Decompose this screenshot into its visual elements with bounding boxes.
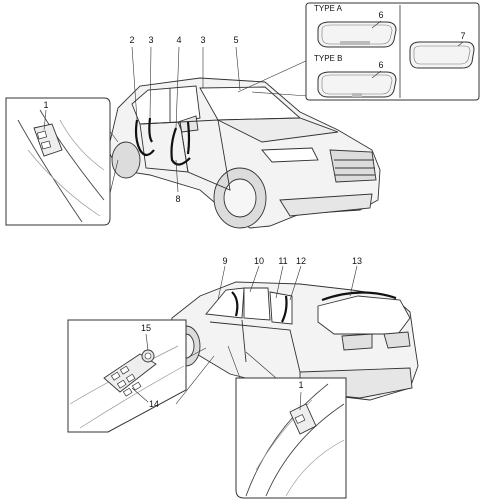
callout-11: 11	[278, 256, 287, 266]
callout-6-type-a: 6	[378, 10, 383, 20]
callout-1-bottom: 1	[298, 380, 303, 390]
rear-wiring-harness	[231, 291, 239, 317]
auto-dimming-mirror-type-b	[317, 71, 397, 98]
bottom-leader-lines	[167, 265, 358, 405]
callout-13: 13	[352, 256, 362, 266]
callout-1-top: 1	[43, 100, 48, 110]
window-switch-panel	[103, 353, 157, 393]
main-switch-inset	[67, 319, 187, 433]
front-car-illustration	[107, 77, 381, 229]
driver-switch-inset-top	[5, 97, 111, 226]
callout-3-right: 3	[200, 35, 205, 45]
callout-labels: 1 2 3 4 3 5 6 6 7 8 9 10 11 12 13 15 14 …	[43, 10, 465, 409]
callout-15: 15	[141, 323, 151, 333]
wiring-harness	[134, 117, 191, 166]
callout-4: 4	[176, 35, 181, 45]
mirror-inset: TYPE A TYPE B	[305, 2, 480, 101]
frameless-mirror	[409, 41, 475, 69]
driver-switch-inset-bottom	[235, 377, 347, 499]
type-a-label: TYPE A	[314, 4, 343, 13]
callout-8: 8	[175, 194, 180, 204]
callout-12: 12	[296, 256, 306, 266]
callout-10: 10	[254, 256, 264, 266]
callout-7: 7	[460, 31, 465, 41]
callout-3-left: 3	[148, 35, 153, 45]
type-b-label: TYPE B	[314, 54, 342, 63]
callout-9: 9	[222, 256, 227, 266]
callout-2: 2	[129, 35, 134, 45]
callout-5: 5	[233, 35, 238, 45]
callout-6-type-b: 6	[378, 60, 383, 70]
auto-dimming-mirror-type-a	[317, 21, 397, 48]
rear-wiring-harness-2	[281, 295, 288, 323]
callout-14: 14	[149, 399, 159, 409]
